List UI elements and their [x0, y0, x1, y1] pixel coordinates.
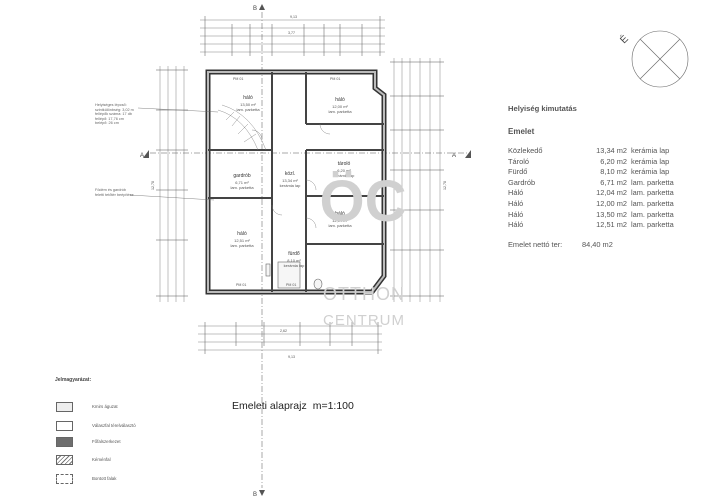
- dimension-ticks: [156, 16, 444, 354]
- section-b-bottom: B: [253, 492, 257, 498]
- dim-bottom-total: 9,13: [288, 355, 295, 359]
- window-tag-1: PM 01: [233, 77, 243, 81]
- total-label: Emelet nettó ter:: [508, 239, 563, 249]
- legend-title: Jelmagyarázat:: [55, 377, 92, 383]
- plan-title: Emeleti alaprajz m=1:100: [232, 400, 354, 412]
- legend-swatch: [56, 437, 73, 447]
- inner-walls: [208, 72, 384, 292]
- legend-swatch: [56, 402, 73, 412]
- total-value: 84,40 m2: [582, 239, 613, 249]
- north-arrow-icon: [631, 30, 689, 88]
- legend-item: Bontott falak: [56, 474, 256, 484]
- dimension-lines: [159, 19, 441, 351]
- dim-bottom-mid: 2,62: [280, 329, 287, 333]
- dim-top-mid: 3,77: [288, 31, 295, 35]
- section-a-right: A: [452, 153, 456, 159]
- door-swings: [251, 123, 331, 229]
- schedule-total: Emelet nettó ter: 84,40 m2: [508, 240, 718, 249]
- dim-right-total: 12,78: [443, 181, 447, 190]
- outer-walls: [205, 69, 387, 295]
- legend-item: Főfalszerkezet: [56, 437, 256, 447]
- note-leaders: [129, 107, 219, 201]
- window-tag-3: PM 01: [236, 283, 246, 287]
- dim-left-total: 12,78: [151, 181, 155, 190]
- watermark-line1: OTTHON: [323, 284, 405, 304]
- legend-item: Válaszfal térelválasztó: [56, 421, 256, 431]
- north-label: É: [617, 32, 631, 46]
- legend-swatch: [56, 455, 73, 465]
- section-lines: [150, 12, 468, 488]
- section-a-left: A: [140, 153, 144, 159]
- legend-swatch: [56, 474, 73, 484]
- legend-item: Kmirs águzat: [56, 402, 256, 412]
- plan-title-scale: m=1:100: [312, 400, 354, 412]
- stair-note: Helyiséges lépcső:szintkülönbség: 3,02 m…: [95, 103, 134, 126]
- plan-title-text: Emeleti alaprajz: [232, 400, 307, 412]
- legend-item: Kéménfal: [56, 455, 256, 465]
- section-b-top: B: [253, 6, 257, 12]
- schedule-title: Helyiség kimutatás: [508, 104, 577, 113]
- section-markers: [143, 4, 471, 496]
- legend-swatch: [56, 421, 73, 431]
- watermark-line2: CENTRUM: [323, 312, 405, 329]
- schedule-floor: Emelet: [508, 127, 535, 136]
- dim-top-total: 9,13: [290, 15, 297, 19]
- window-tag-2: PM 01: [330, 77, 340, 81]
- watermark-logo: ÖC: [319, 169, 407, 234]
- stair: [217, 104, 267, 151]
- fixtures: [265, 261, 323, 290]
- window-tag-4: PM 01: [286, 283, 296, 287]
